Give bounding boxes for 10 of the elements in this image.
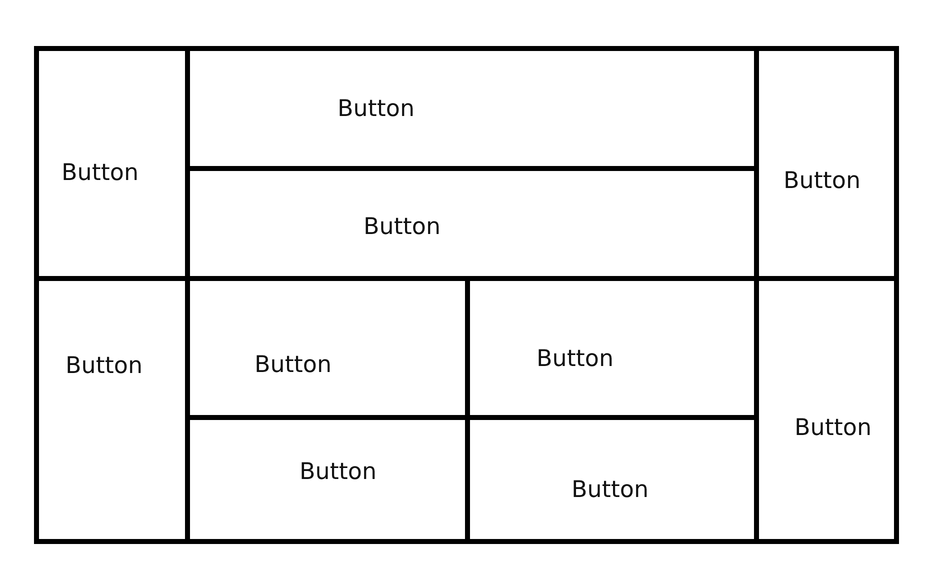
- panel-label: Button: [363, 213, 441, 241]
- panel-label: Button: [299, 458, 377, 486]
- panel-label: Button: [61, 159, 139, 187]
- panel-label: Button: [65, 352, 143, 380]
- panel-label: Button: [783, 167, 861, 195]
- panel-label: Button: [794, 414, 872, 442]
- panel-label: Button: [337, 95, 415, 123]
- panel-label: Button: [536, 345, 614, 373]
- panel-label: Button: [571, 476, 649, 504]
- panel-label: Button: [254, 351, 332, 379]
